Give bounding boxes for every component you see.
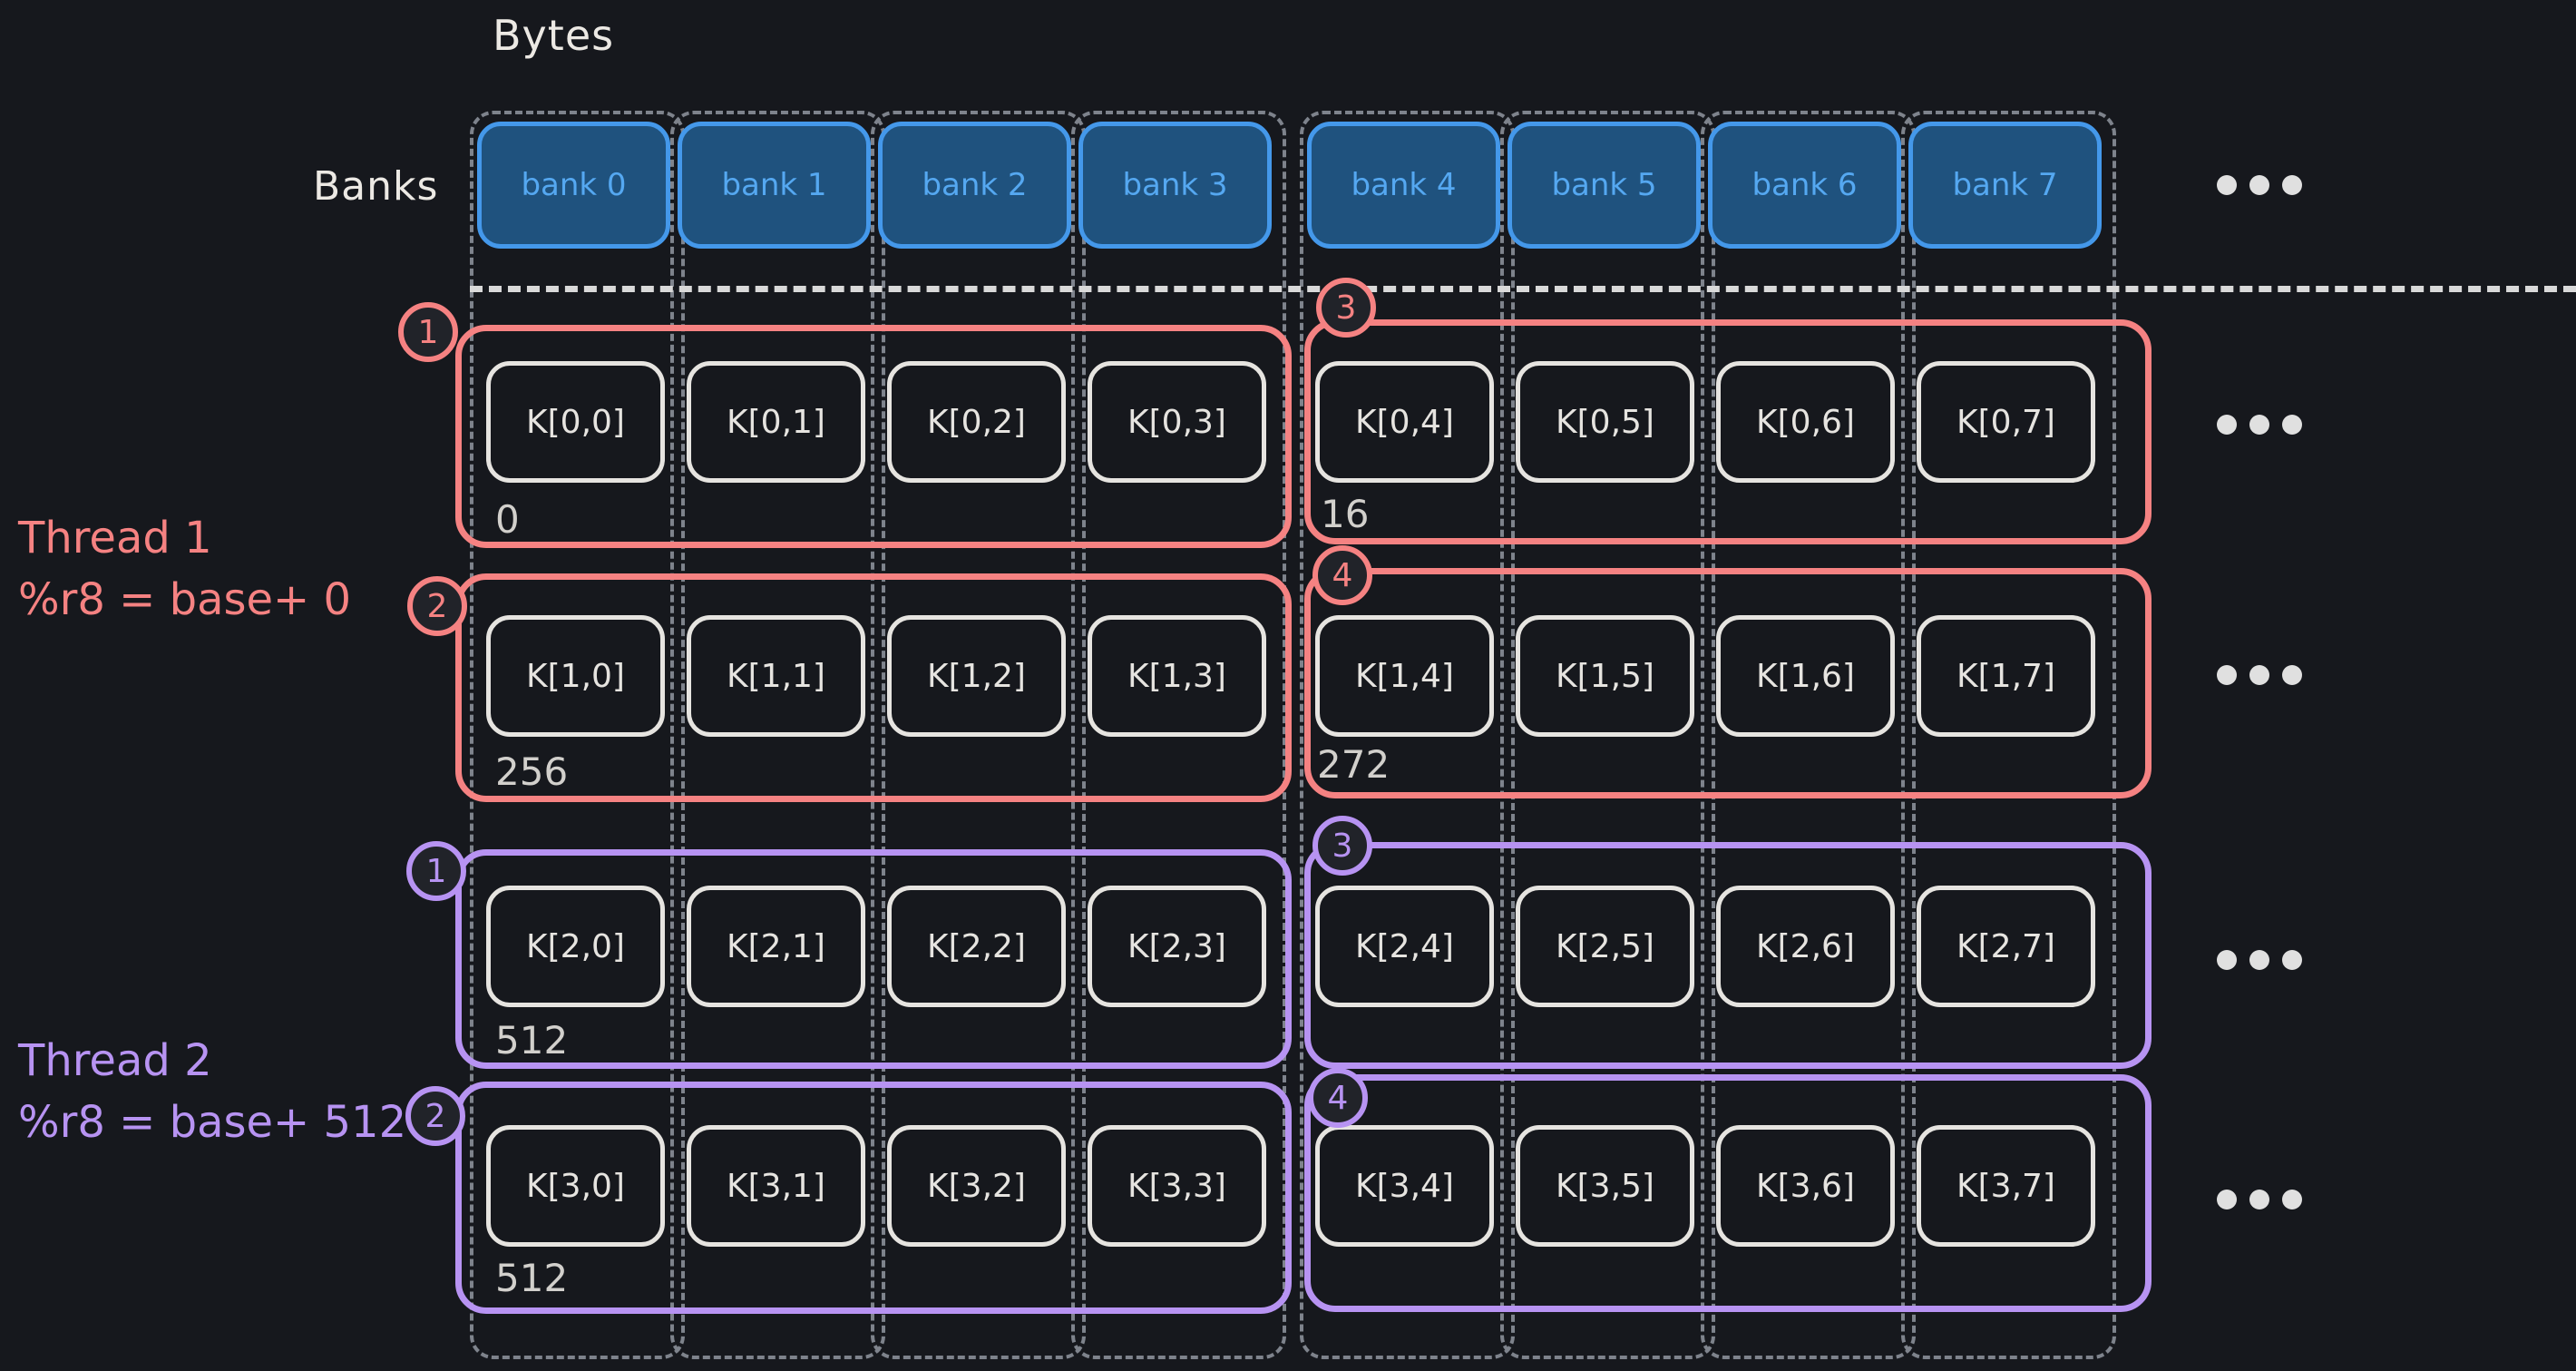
cell-k-2-4: K[2,4] [1315,886,1494,1007]
thread1-row1-left-group [455,573,1292,802]
byte-offset-dashed-line [470,286,2576,292]
thread1-register-label: %r8 = base+ 0 [18,574,352,625]
ellipsis-icon [2217,415,2302,435]
bank-column-outline-1 [670,111,885,1359]
access-order-marker: 3 [1316,278,1376,338]
byte-offset-label: 0 [495,497,520,542]
cell-k-2-1: K[2,1] [687,886,865,1007]
bank-column-outline-3 [1071,111,1286,1359]
cell-k-1-0: K[1,0] [486,615,665,737]
access-order-marker: 4 [1312,545,1372,605]
thread2-name-label: Thread 2 [18,1035,212,1086]
thread2-row3-left-group [455,1082,1292,1314]
cell-k-2-7: K[2,7] [1917,886,2095,1007]
cell-k-0-0: K[0,0] [486,361,665,483]
cell-k-3-4: K[3,4] [1315,1125,1494,1247]
bank-box-7: bank 7 [1908,122,2102,249]
cell-k-1-6: K[1,6] [1716,615,1895,737]
thread1-row0-right-group [1304,319,2152,544]
ellipsis-icon [2217,1190,2302,1209]
bank-box-3: bank 3 [1078,122,1272,249]
cell-k-1-1: K[1,1] [687,615,865,737]
byte-offset-label: 256 [495,749,569,794]
cell-k-0-4: K[0,4] [1315,361,1494,483]
thread2-row3-right-group [1304,1074,2152,1312]
cell-k-2-2: K[2,2] [887,886,1066,1007]
thread1-row1-right-group [1304,568,2152,798]
access-order-marker: 2 [407,576,467,636]
cell-k-1-5: K[1,5] [1516,615,1694,737]
bank-box-0: bank 0 [477,122,670,249]
thread2-row2-right-group [1304,842,2152,1069]
access-order-marker: 2 [405,1086,465,1146]
cell-k-1-4: K[1,4] [1315,615,1494,737]
ellipsis-icon [2217,950,2302,970]
thread2-register-label: %r8 = base+ 512 [18,1097,407,1148]
cell-k-3-0: K[3,0] [486,1125,665,1247]
cell-k-0-6: K[0,6] [1716,361,1895,483]
ellipsis-icon [2217,175,2302,195]
cell-k-3-6: K[3,6] [1716,1125,1895,1247]
cell-k-1-3: K[1,3] [1088,615,1266,737]
cell-k-3-2: K[3,2] [887,1125,1066,1247]
bank-column-outline-4 [1300,111,1515,1359]
banks-label: Banks [313,163,439,210]
bank-column-outline-7 [1901,111,2116,1359]
cell-k-0-2: K[0,2] [887,361,1066,483]
access-order-marker: 4 [1308,1068,1368,1128]
cell-k-3-1: K[3,1] [687,1125,865,1247]
cell-k-0-7: K[0,7] [1917,361,2095,483]
bank-column-outline-0 [470,111,685,1359]
cell-k-2-3: K[2,3] [1088,886,1266,1007]
bank-box-6: bank 6 [1708,122,1901,249]
ellipsis-icon [2217,665,2302,685]
thread1-row0-left-group [455,325,1292,548]
cell-k-3-7: K[3,7] [1917,1125,2095,1247]
thread2-row2-left-group [455,849,1292,1069]
bank-column-outline-6 [1701,111,1916,1359]
byte-offset-label: 512 [495,1256,569,1300]
cell-k-3-3: K[3,3] [1088,1125,1266,1247]
cell-k-3-5: K[3,5] [1516,1125,1694,1247]
access-order-marker: 1 [398,302,458,362]
bank-box-2: bank 2 [878,122,1071,249]
bank-box-1: bank 1 [678,122,871,249]
byte-offset-label: 272 [1317,742,1390,787]
byte-offset-label: 512 [495,1018,569,1063]
cell-k-0-5: K[0,5] [1516,361,1694,483]
bytes-label: Bytes [493,11,615,60]
access-order-marker: 3 [1312,816,1372,876]
bank-box-4: bank 4 [1307,122,1500,249]
cell-k-2-0: K[2,0] [486,886,665,1007]
cell-k-0-1: K[0,1] [687,361,865,483]
thread1-name-label: Thread 1 [18,513,212,563]
cell-k-1-7: K[1,7] [1917,615,2095,737]
cell-k-2-6: K[2,6] [1716,886,1895,1007]
cell-k-1-2: K[1,2] [887,615,1066,737]
cell-k-2-5: K[2,5] [1516,886,1694,1007]
bank-column-outline-2 [871,111,1086,1359]
access-order-marker: 1 [406,841,466,901]
bank-column-outline-5 [1500,111,1715,1359]
cell-k-0-3: K[0,3] [1088,361,1266,483]
byte-offset-label: 16 [1321,492,1370,536]
bank-box-5: bank 5 [1508,122,1701,249]
